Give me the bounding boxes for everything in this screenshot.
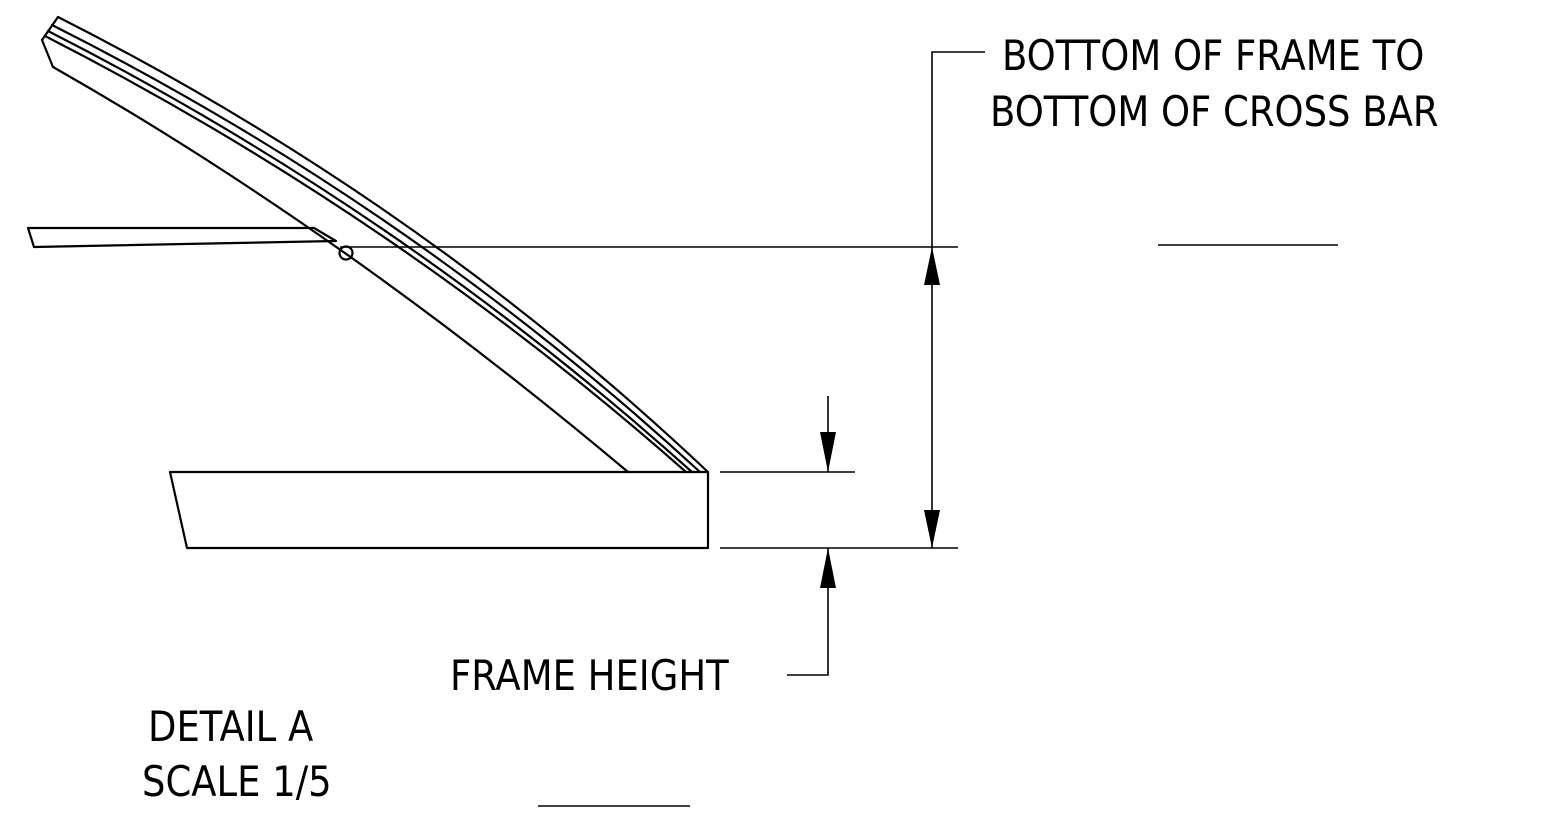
- cross-bar-dimension: [924, 51, 985, 548]
- cross-bar-label-line1: BOTTOM OF FRAME TO: [1002, 32, 1424, 81]
- arrow-up-icon: [924, 247, 940, 285]
- detail-scale: SCALE 1/5: [142, 758, 332, 807]
- frame-height-label: FRAME HEIGHT: [450, 652, 729, 701]
- cross-bar-label-line2: BOTTOM OF CROSS BAR: [990, 88, 1439, 137]
- frame-block: [168, 470, 710, 550]
- arrow-down-icon: [924, 510, 940, 548]
- curved-support-arm: [40, 15, 710, 474]
- arrow-down-icon: [820, 432, 836, 472]
- extension-lines: [340, 246, 958, 549]
- frame-height-dimension: [787, 396, 836, 676]
- cross-bar: [26, 226, 354, 261]
- detail-title: DETAIL A: [148, 703, 313, 752]
- arrow-up-icon: [820, 548, 836, 588]
